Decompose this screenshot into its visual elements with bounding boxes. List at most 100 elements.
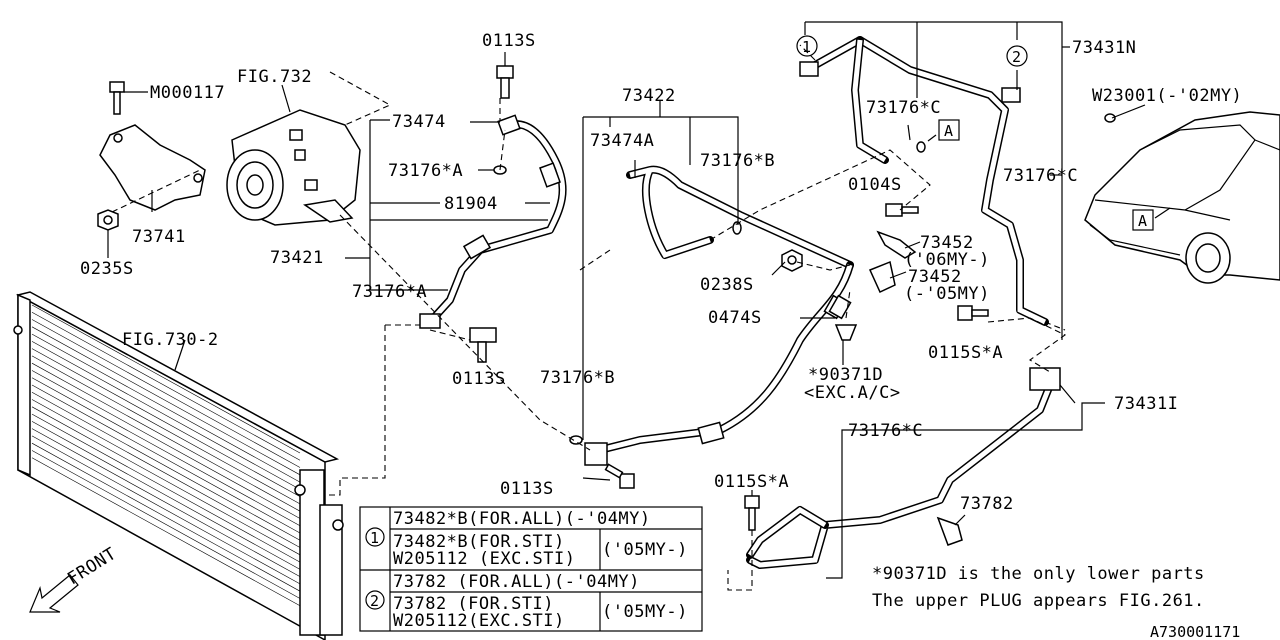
front-arrow: FRONT [29,544,120,613]
label-73452-2-note: (-'05MY) [904,284,990,304]
svg-text:2: 2 [370,592,379,610]
leader-lines [107,21,1171,579]
svg-text:('05MY-): ('05MY-) [602,540,688,560]
condenser-fin [31,319,301,468]
label-0113s-bot[interactable]: 0113S [500,479,554,499]
svg-text:1: 1 [802,38,811,56]
oring-73176b[interactable] [569,221,742,445]
condenser[interactable] [13,291,344,640]
compressor[interactable] [226,109,361,226]
condenser-fin [31,421,301,570]
bolt-0104s[interactable] [885,203,919,217]
condenser-fin [31,435,301,585]
svg-text:1: 1 [370,529,379,547]
svg-text:73482*B(FOR.ALL)(-'04MY): 73482*B(FOR.ALL)(-'04MY) [393,509,651,529]
label-73431i[interactable]: 73431I [1114,394,1178,414]
table-row: 1 73482*B(FOR.ALL)(-'04MY) 73482*B(FOR.S… [365,509,688,569]
label-73176b-1[interactable]: 73176*B [700,151,775,171]
svg-text:73782 (FOR.ALL)(-'04MY): 73782 (FOR.ALL)(-'04MY) [393,572,640,592]
bolt-0113s-mid[interactable] [469,327,497,363]
diagram-code: A730001171 [1150,623,1240,640]
nut-0238s[interactable] [781,249,803,272]
bolt-0115sa-1[interactable] [957,305,989,321]
label-73176a-2[interactable]: 73176*A [352,282,427,302]
condenser-fin [31,348,301,497]
part-labels: M000117 FIG.732 0113S 73474 73176*A 8190… [80,31,1242,514]
label-0104s[interactable]: 0104S [848,175,902,195]
label-73176c-1[interactable]: 73176*C [866,98,941,118]
vehicle-illustration [1084,111,1280,284]
clip-callout-2[interactable] [1001,87,1021,103]
condenser-fin [31,406,301,556]
variant-table: 1 73482*B(FOR.ALL)(-'04MY) 73482*B(FOR.S… [359,506,703,632]
label-90371d-note: <EXC.A/C> [804,383,901,403]
label-73452-1[interactable]: 73452 [920,233,974,253]
label-73421[interactable]: 73421 [270,248,324,268]
condenser-fin [31,333,301,483]
svg-text:W205112 (EXC.STI): W205112 (EXC.STI) [393,549,576,569]
condenser-fin [31,442,301,592]
label-0238s[interactable]: 0238S [700,275,754,295]
label-fig732[interactable]: FIG.732 [237,67,312,87]
label-0113s-mid[interactable]: 0113S [452,369,506,389]
oring-73176c[interactable] [916,141,926,153]
bolt-m000117[interactable] [109,81,125,115]
label-73431n[interactable]: 73431N [1072,38,1136,58]
label-73452-2[interactable]: 73452 [908,267,962,287]
condenser-fin [31,377,301,526]
label-73176c-2[interactable]: 73176*C [1003,166,1078,186]
label-0115sa-1[interactable]: 0115S*A [928,343,1003,363]
bolt-0115sa-2[interactable] [744,495,760,531]
nut-0235s[interactable] [97,209,119,231]
bracket-73452-05my[interactable] [868,260,896,293]
bolt-0113s-top[interactable] [496,65,514,99]
footnotes: *90371D is the only lower parts The uppe… [872,564,1240,640]
svg-text:FRONT: FRONT [64,544,120,589]
table-row: 2 73782 (FOR.ALL)(-'04MY) 73782 (FOR.STI… [365,572,687,631]
svg-text:A: A [1138,212,1147,230]
label-73176a-1[interactable]: 73176*A [388,161,463,181]
pipe-73474a[interactable] [626,165,854,269]
label-0113s-top[interactable]: 0113S [482,31,536,51]
label-73474a[interactable]: 73474A [590,131,654,151]
bolt-0113s-bot[interactable] [604,463,635,489]
condenser-fin [31,341,301,490]
hose-73421[interactable] [419,114,567,329]
condenser-fin [31,370,301,519]
label-0115sa-2[interactable]: 0115S*A [714,472,789,492]
note-line-2: The upper PLUG appears FIG.261. [872,591,1205,611]
label-w23001[interactable]: W23001(-'02MY) [1092,86,1242,106]
label-73452-1-note: ('06MY-) [904,250,990,270]
svg-text:W205112(EXC.STI): W205112(EXC.STI) [393,611,565,631]
condenser-fin [31,326,301,476]
label-73422[interactable]: 73422 [622,86,676,106]
bracket-73452-06my[interactable] [876,230,917,259]
label-73741[interactable]: 73741 [132,227,186,247]
plug-90371d[interactable] [834,324,858,341]
label-0235s[interactable]: 0235S [80,259,134,279]
svg-text:2: 2 [1012,48,1021,66]
label-81904[interactable]: 81904 [444,194,498,214]
condenser-fin [31,384,301,534]
label-73782[interactable]: 73782 [960,494,1014,514]
label-73176b-2[interactable]: 73176*B [540,368,615,388]
condenser-fin [31,428,301,577]
callout-1: 1 [796,35,818,57]
svg-text:73482*B(FOR.STI): 73482*B(FOR.STI) [393,532,565,552]
label-73176c-3[interactable]: 73176*C [848,421,923,441]
pipe-73431n[interactable] [806,36,1049,326]
label-m000117[interactable]: M000117 [150,83,225,103]
condenser-fin [31,355,301,505]
pipe-73431i[interactable] [746,367,1061,569]
arrow-icon [29,574,79,613]
condenser-fin [31,312,301,461]
washer-w23001[interactable] [1104,113,1116,123]
clip-callout-1[interactable] [799,61,819,77]
label-90371d[interactable]: *90371D [808,365,883,385]
bracket-73741[interactable] [99,124,206,211]
label-0474s[interactable]: 0474S [708,308,762,328]
label-fig730-2[interactable]: FIG.730-2 [122,330,219,350]
valve-0474s[interactable] [828,294,852,320]
condenser-fin [31,304,301,454]
label-73474[interactable]: 73474 [392,112,446,132]
